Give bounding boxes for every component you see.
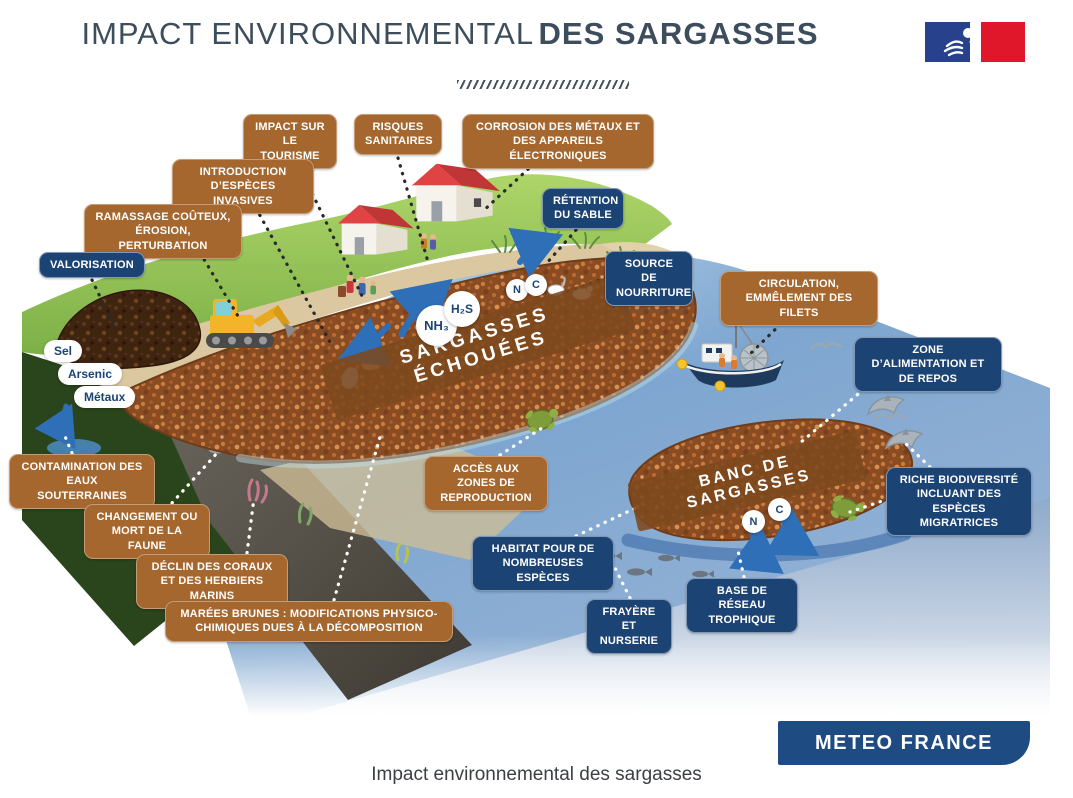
callout-valorisation: VALORISATION: [39, 252, 145, 279]
fishing-boat: [676, 318, 784, 392]
hatched-divider: [457, 80, 629, 89]
chem-h2s-beach: H₂S: [444, 291, 480, 327]
image-caption: Impact environnemental des sargasses: [371, 764, 702, 785]
bubble-sel: Sel: [44, 340, 83, 362]
excavator: [206, 299, 297, 348]
callout-especes-invasives: INTRODUCTION D’ESPÈCES INVASIVES: [172, 159, 314, 214]
title-regular: IMPACT ENVIRONNEMENTAL: [81, 16, 535, 51]
page-title: IMPACT ENVIRONNEMENTAL DES SARGASSES: [0, 16, 900, 52]
turtle-nearshore: [525, 408, 559, 434]
meteo-france-logo: METEO FRANCE: [778, 721, 1030, 765]
chem-c-beach: C: [525, 274, 547, 296]
bubble-arsenic: Arsenic: [58, 363, 123, 385]
callout-riche-biodiversite: RICHE BIODIVERSITÉ INCLUANT DES ESPÈCES …: [886, 467, 1032, 537]
callout-circulation-filets: CIRCULATION, EMMÊLEMENT DES FILETS: [720, 271, 878, 326]
callout-reseau-trophique: BASE DE RÉSEAU TROPHIQUE: [686, 578, 798, 633]
callout-habitat-especes: HABITAT POUR DE NOMBREUSES ESPÈCES: [472, 536, 614, 591]
callout-declin-coraux: DÉCLIN DES CORAUX ET DES HERBIERS MARINS: [136, 554, 288, 609]
french-republic-flag-icon: [925, 22, 1025, 62]
house-left: [338, 204, 414, 255]
tourists: [338, 233, 436, 297]
house-right: [412, 163, 500, 222]
callout-ramassage: RAMASSAGE COÛTEUX, ÉROSION, PERTURBATION: [84, 204, 242, 259]
dolphins: [866, 394, 924, 450]
callout-source-nourriture: SOURCE DE NOURRITURE: [605, 251, 693, 306]
callout-acces-reproduction: ACCÈS AUX ZONES DE REPRODUCTION: [424, 456, 548, 511]
callout-corrosion: CORROSION DES MÉTAUX ET DES APPAREILS ÉL…: [462, 114, 654, 169]
title-bold: DES SARGASSES: [538, 16, 819, 51]
shoreline-foam: [236, 322, 698, 469]
chem-n-raft: N: [742, 510, 765, 533]
sand-path: [60, 244, 640, 392]
callout-contamination-eaux: CONTAMINATION DES EAUX SOUTERRAINES: [9, 454, 155, 509]
callout-marees-brunes: MARÉES BRUNES : MODIFICATIONS PHYSICO-CH…: [165, 601, 453, 642]
flow-arrows: [34, 227, 820, 574]
callout-mort-faune: CHANGEMENT OU MORT DE LA FAUNE: [84, 504, 210, 559]
callout-retention-sable: RÉTENTION DU SABLE: [542, 188, 624, 229]
chem-c-raft: C: [768, 498, 791, 521]
bubble-metaux: Métaux: [74, 386, 136, 408]
callout-zone-alimentation: ZONE D’ALIMENTATION ET DE REPOS: [854, 337, 1002, 392]
chem-n-beach: N: [506, 279, 528, 301]
callout-frayere-nurserie: FRAYÈRE ET NURSERIE: [586, 599, 672, 654]
callout-risques-sanitaires: RISQUES SANITAIRES: [354, 114, 442, 155]
